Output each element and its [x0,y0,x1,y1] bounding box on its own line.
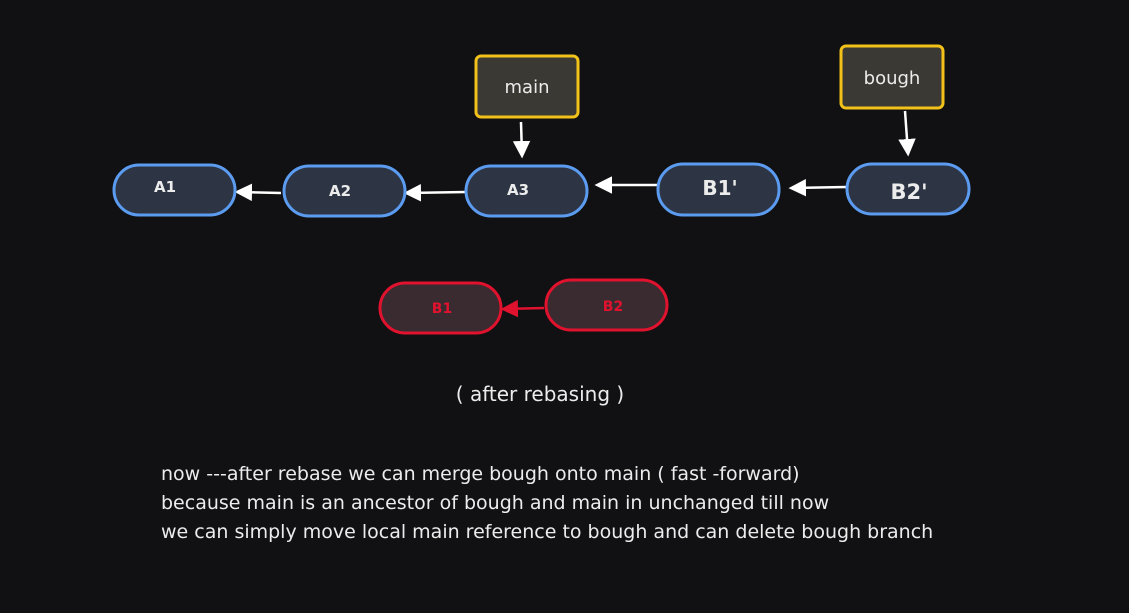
ref-bough-label: bough [864,68,921,89]
arrow-b2new-to-b1new [788,178,847,197]
commit-b1-rebased-label: B1' [702,176,737,200]
arrow-a2-to-a1 [234,183,282,202]
commit-b2-rebased: B2' [845,162,971,216]
commit-a3: A3 [464,164,589,218]
note-line: we can simply move local main reference … [161,521,934,543]
ref-bough: bough [839,44,945,110]
commit-a1-label: A1 [154,178,176,196]
arrow-bough-to-b2new [898,110,916,157]
commit-a1: A1 [112,163,237,217]
commit-a2-label: A2 [329,182,351,200]
arrow-a3-to-a2 [403,184,467,202]
note-line: now ---after rebase we can merge bough o… [161,463,800,485]
note-line: because main is an ancestor of bough and… [161,492,830,514]
arrow-b2old-to-b1old [500,299,545,318]
commit-b1-old: B1 [378,281,503,335]
commit-b2-rebased-label: B2' [890,180,927,204]
commit-b2-old-label: B2 [603,299,623,315]
arrow-main-to-a3 [512,121,531,159]
ref-main-label: main [505,77,550,98]
commit-b1-old-label: B1 [432,301,452,317]
commit-b2-old: B2 [544,278,669,332]
ref-main: main [474,54,580,119]
commit-a2: A2 [282,164,407,218]
commit-a3-label: A3 [507,181,529,199]
diagram-caption: ( after rebasing ) [455,382,625,406]
explanation-notes: now ---after rebase we can merge bough o… [161,460,933,547]
commit-b1-rebased: B1' [656,162,781,217]
